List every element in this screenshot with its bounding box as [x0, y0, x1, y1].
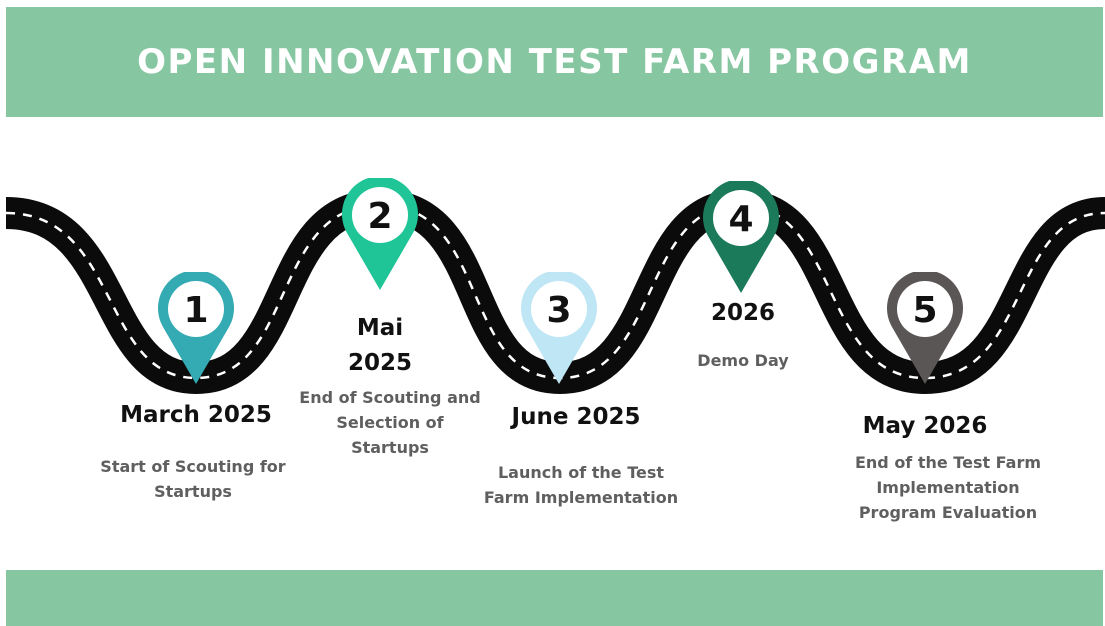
location-pin-3-icon: 3	[521, 272, 597, 384]
milestone-date-2: Mai 2025	[347, 315, 412, 376]
location-pin-4-icon: 4	[703, 181, 779, 293]
milestone-number-3: 3	[546, 290, 571, 331]
milestone-description-3: Launch of the Test Farm Implementation	[483, 463, 679, 507]
location-pin-5-icon: 5	[887, 272, 963, 384]
milestone-date-3: June 2025	[511, 404, 641, 430]
footer-banner	[6, 570, 1103, 626]
milestone-date-1: March 2025	[120, 402, 272, 428]
milestone-description-1: Start of Scouting for Startups	[100, 457, 286, 501]
milestone-description-5: End of the Test Farm Implementation Prog…	[854, 453, 1042, 522]
page-title: OPEN INNOVATION TEST FARM PROGRAM	[137, 42, 972, 82]
milestone-description-2: End of Scouting and Selection of Startup…	[299, 388, 481, 457]
milestone-date-5: May 2026	[862, 413, 988, 439]
milestone-number-1: 1	[183, 290, 208, 331]
milestone-number-2: 2	[367, 196, 392, 237]
header-banner: OPEN INNOVATION TEST FARM PROGRAM	[6, 7, 1103, 117]
milestone-number-4: 4	[728, 199, 753, 240]
location-pin-1-icon: 1	[158, 272, 234, 384]
milestone-number-5: 5	[912, 290, 937, 331]
milestone-date-4: 2026	[710, 300, 775, 326]
location-pin-2-icon: 2	[342, 178, 418, 290]
milestone-description-4: Demo Day	[697, 351, 789, 370]
